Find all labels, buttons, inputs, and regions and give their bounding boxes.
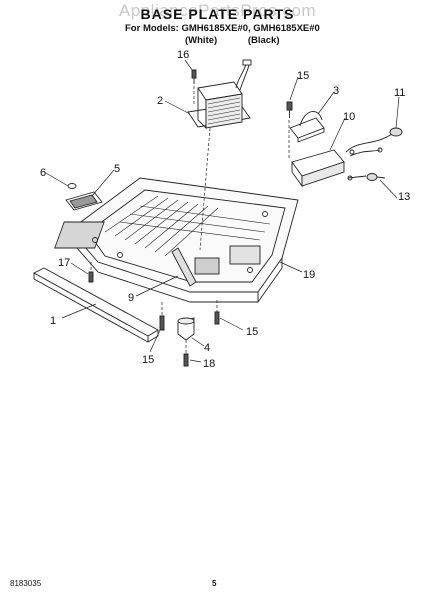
callout-6: 6	[40, 167, 46, 179]
capacitor	[291, 149, 345, 188]
wire-harness	[345, 127, 403, 157]
callout-15-top: 15	[297, 70, 309, 82]
cover-plate	[65, 191, 103, 211]
callout-16: 16	[177, 49, 189, 61]
screw-15-top	[286, 101, 293, 118]
callout-15-left: 15	[142, 354, 154, 366]
colors-line: (White) (Black)	[185, 35, 280, 46]
callout-19: 19	[303, 269, 315, 281]
screw-16	[191, 69, 197, 84]
screw-15-left	[159, 315, 165, 331]
screw-17	[88, 271, 94, 283]
callout-2: 2	[157, 95, 163, 107]
callout-10: 10	[343, 111, 355, 123]
callout-3: 3	[333, 85, 339, 97]
callout-1: 1	[50, 315, 56, 327]
page-number: 5	[212, 579, 217, 588]
bracket	[289, 111, 325, 143]
callout-13: 13	[398, 191, 410, 203]
callout-18: 18	[203, 358, 215, 370]
callout-5: 5	[114, 163, 120, 175]
diode	[347, 173, 386, 181]
screw-18	[183, 353, 189, 367]
document-number: 8183035	[10, 579, 42, 588]
models-line: For Models: GMH6185XE#0, GMH6185XE#0	[125, 23, 320, 34]
callout-11: 11	[394, 87, 405, 99]
foot	[177, 317, 195, 341]
callout-4: 4	[204, 342, 210, 354]
screw-15-right	[214, 311, 220, 325]
base-plate	[54, 177, 299, 303]
spacer	[171, 247, 197, 287]
model-info: For Models: GMH6185XE#0, GMH6185XE#0 (Wh…	[125, 23, 325, 47]
page-title: BASE PLATE PARTS	[140, 6, 295, 22]
watermark-text: AppliancePartsPros.com	[118, 1, 317, 20]
callout-17: 17	[58, 257, 70, 269]
support-rail	[33, 267, 159, 343]
callout-15-right: 15	[246, 326, 258, 338]
transformer	[187, 59, 252, 130]
callout-9: 9	[128, 292, 134, 304]
washer-6	[67, 183, 77, 189]
